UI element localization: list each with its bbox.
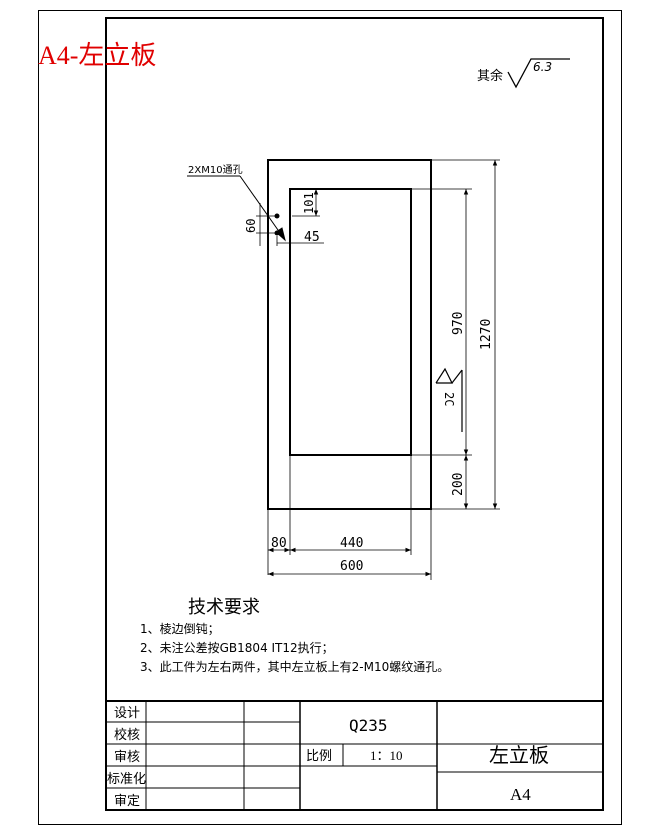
scale-value: 1：10	[370, 748, 403, 763]
tech-req-item-1: 1、棱边倒钝；	[140, 621, 220, 636]
dim-left-margin-text: 80	[271, 536, 287, 551]
dim-window-height-text: 970	[451, 312, 466, 335]
dim-hole-spacing	[256, 203, 275, 246]
tech-req-item-2: 2、未注公差按GB1804 IT12执行；	[140, 640, 334, 655]
sheet-size: A4	[510, 785, 531, 804]
chamfer-symbol-icon	[435, 367, 463, 432]
hole-note: 2XM10通孔	[188, 164, 243, 176]
chamfer-note: 2C	[442, 392, 456, 406]
inner-frame	[105, 17, 604, 811]
dim-overall-height	[431, 159, 500, 510]
role-check: 校核	[114, 727, 140, 743]
outer-border	[38, 10, 622, 825]
dim-overall-width	[268, 509, 432, 580]
material: Q235	[349, 716, 388, 735]
role-review: 审核	[114, 750, 140, 765]
dim-window-width-text: 440	[340, 536, 363, 551]
tech-req-item-3: 3、此工件为左右两件，其中左立板上有2-M10螺纹通孔。	[140, 659, 449, 674]
roughness-prefix: 其余	[477, 68, 503, 84]
part-name: 左立板	[489, 743, 549, 767]
scale-label: 比例	[306, 749, 332, 764]
tech-req-title: 技术要求	[188, 597, 260, 618]
dim-hole-from-top-text: 101	[302, 192, 316, 214]
plate-outline	[267, 159, 432, 510]
dim-bottom-margin-text: 200	[451, 473, 466, 496]
title-block	[106, 700, 603, 810]
roughness-value: 6.3	[533, 60, 552, 74]
dim-hole-offset	[276, 236, 324, 246]
dim-window-height	[411, 188, 472, 456]
dim-row-upper	[267, 455, 412, 575]
dim-overall-height-text: 1270	[479, 319, 494, 350]
roughness-symbol-icon	[507, 58, 570, 89]
hole-leader	[187, 175, 286, 242]
dim-hole-offset-text: 45	[304, 230, 320, 245]
sheet-label: A4-左立板	[38, 41, 156, 70]
role-approve: 审定	[114, 794, 140, 809]
dim-overall-width-text: 600	[340, 559, 363, 574]
role-standardize: 标准化	[107, 772, 146, 787]
plate-window	[289, 188, 412, 456]
dim-hole-from-top	[292, 188, 320, 217]
role-design: 设计	[114, 706, 140, 721]
dim-hole-spacing-text: 60	[244, 219, 258, 233]
